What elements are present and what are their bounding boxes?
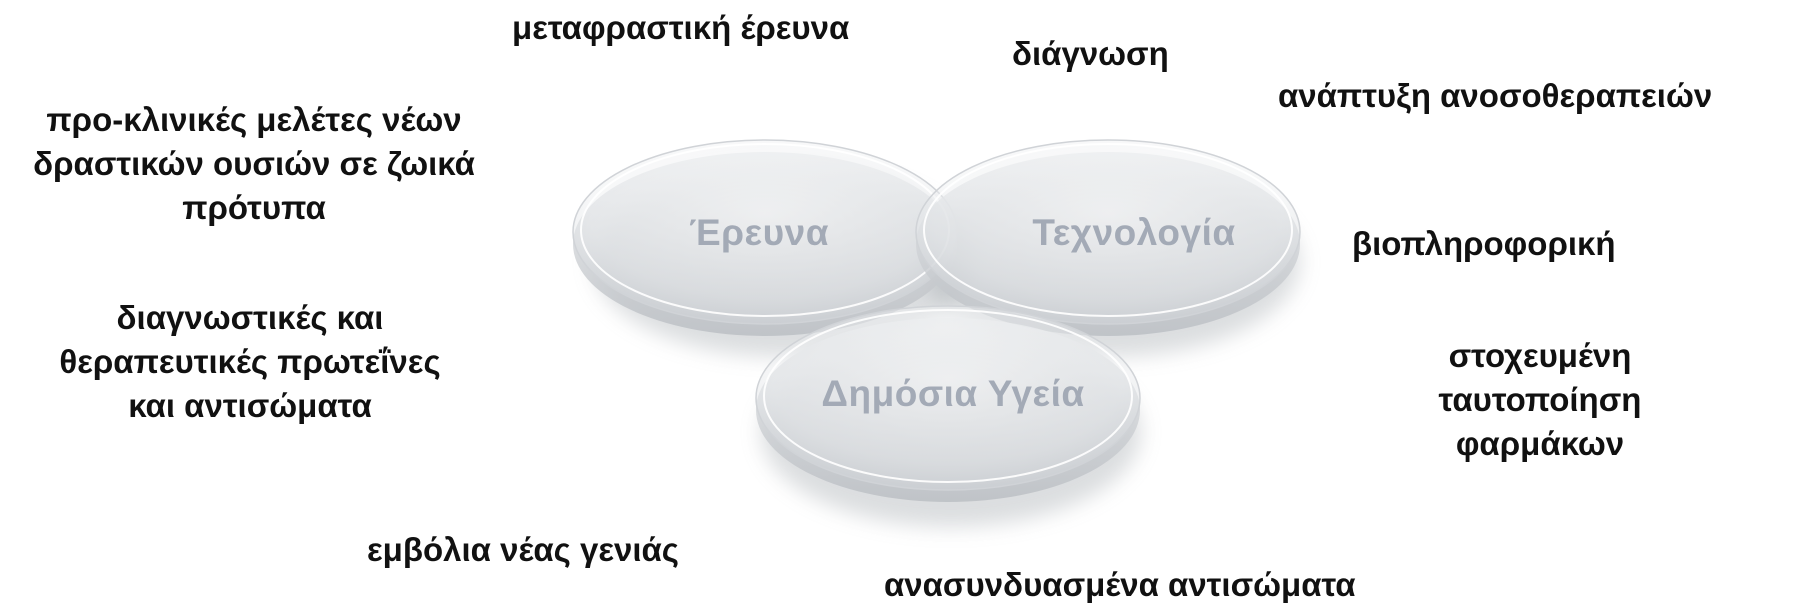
term-diagnosis: διάγνωση <box>1012 35 1169 72</box>
term-preclinical-line-2: δραστικών ουσιών σε ζωικά <box>33 145 475 182</box>
research-label: Έρευνα <box>689 212 829 253</box>
research-disc <box>572 139 958 336</box>
term-preclinical-line-3: πρότυπα <box>182 189 326 226</box>
term-targeted-line-2: ταυτοποίηση <box>1438 381 1642 418</box>
term-bioinformatics: βιοπληροφορική <box>1352 225 1616 262</box>
term-preclinical-line-1: προ-κλινικές μελέτες νέων <box>46 101 462 138</box>
public-health-label: Δημόσια Υγεία <box>821 373 1085 414</box>
technology-label: Τεχνολογία <box>1032 212 1236 253</box>
term-targeted-line-3: φαρμάκων <box>1455 425 1625 462</box>
term-diagnostic-line-2: θεραπευτικές πρωτεΐνες <box>59 343 441 380</box>
term-recombinant-antibodies: ανασυνδυασμένα αντισώματα <box>884 566 1356 603</box>
term-new-vaccines: εμβόλια νέας γενιάς <box>367 531 679 568</box>
term-diagnostic-proteins: διαγνωστικές και θεραπευτικές πρωτεΐνες … <box>45 296 455 428</box>
technology-disc <box>915 139 1301 336</box>
term-targeted-line-1: στοχευμένη <box>1448 337 1632 374</box>
term-targeted-drugs: στοχευμένη ταυτοποίηση φαρμάκων <box>1400 334 1680 466</box>
term-translational-research: μεταφραστική έρευνα <box>512 9 850 46</box>
term-diagnostic-line-1: διαγνωστικές και <box>116 299 384 336</box>
term-immunotherapy-development: ανάπτυξη ανοσοθεραπειών <box>1278 77 1713 114</box>
term-preclinical-studies: προ-κλινικές μελέτες νέων δραστικών ουσι… <box>4 98 504 230</box>
public-health-disc <box>755 305 1141 502</box>
term-diagnostic-line-3: και αντισώματα <box>128 387 372 424</box>
